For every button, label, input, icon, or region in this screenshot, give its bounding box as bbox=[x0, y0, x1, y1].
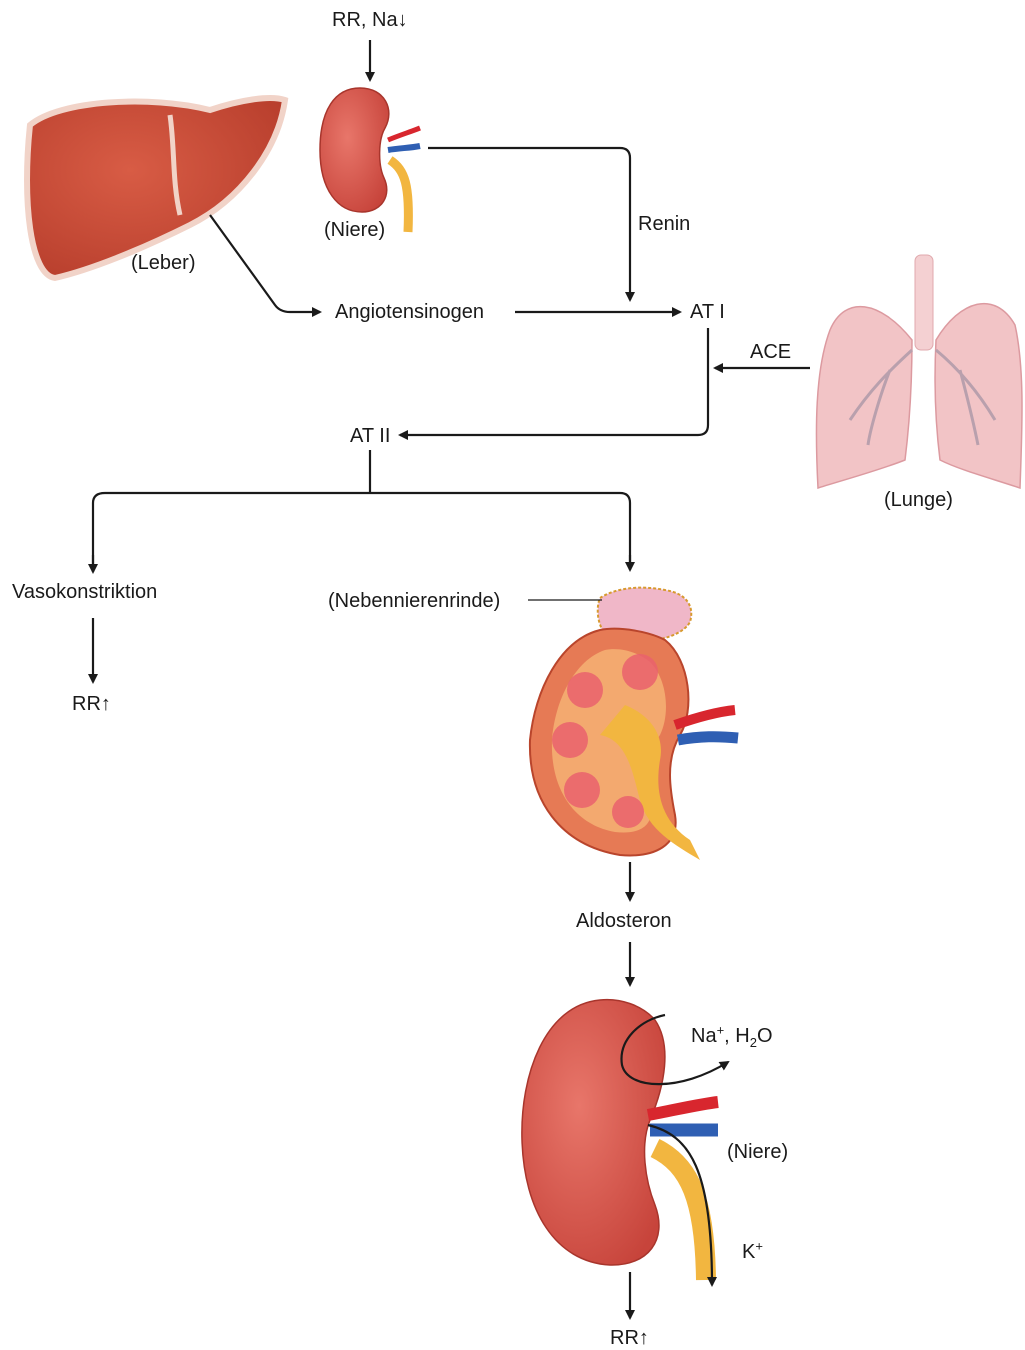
rr-na-text: RR, Na bbox=[332, 9, 398, 31]
na-text: Na bbox=[691, 1025, 717, 1047]
h2o-sub: 2 bbox=[750, 1035, 757, 1050]
label-angiotensinogen: Angiotensinogen bbox=[335, 300, 484, 324]
k-plus-sup: + bbox=[755, 1238, 763, 1253]
label-at1: AT I bbox=[690, 300, 725, 324]
label-na-h2o: Na+, H2O bbox=[691, 1024, 773, 1048]
label-ace: ACE bbox=[750, 340, 791, 364]
arrow-at2-branch bbox=[93, 450, 630, 570]
label-aldosteron: Aldosteron bbox=[576, 909, 672, 933]
label-lunge: (Lunge) bbox=[884, 488, 953, 512]
label-leber: (Leber) bbox=[131, 251, 195, 275]
h-text: , H bbox=[724, 1025, 750, 1047]
k-text: K bbox=[742, 1241, 755, 1263]
arrow-liver-to-angiotensinogen bbox=[210, 215, 320, 312]
up-arrow-icon: ↑ bbox=[101, 693, 111, 715]
label-rr-up-bottom: RR↑ bbox=[610, 1326, 649, 1350]
label-niere-bottom: (Niere) bbox=[727, 1140, 788, 1164]
label-rr-up-left: RR↑ bbox=[72, 692, 111, 716]
arrow-at1-to-at2 bbox=[400, 328, 708, 435]
label-vasokonstriktion: Vasokonstriktion bbox=[12, 580, 157, 604]
kidney-top-illustration bbox=[320, 88, 420, 232]
lungs-illustration bbox=[816, 255, 1022, 488]
label-renin: Renin bbox=[638, 212, 690, 236]
o-text: O bbox=[757, 1025, 773, 1047]
label-nebennierenrinde: (Nebennierenrinde) bbox=[328, 589, 500, 613]
label-k-plus: K+ bbox=[742, 1240, 763, 1264]
rr-text: RR bbox=[72, 693, 101, 715]
up-arrow-icon-bottom: ↑ bbox=[639, 1327, 649, 1349]
kidney-bottom-illustration bbox=[522, 1000, 718, 1280]
adrenal-kidney-illustration bbox=[530, 588, 738, 860]
down-arrow-icon: ↓ bbox=[398, 9, 408, 31]
label-at2: AT II bbox=[350, 424, 390, 448]
label-niere-top: (Niere) bbox=[324, 218, 385, 242]
arrow-kidney-to-at1 bbox=[428, 148, 630, 300]
label-rr-na-down: RR, Na↓ bbox=[332, 8, 408, 32]
rr-text-bottom: RR bbox=[610, 1327, 639, 1349]
